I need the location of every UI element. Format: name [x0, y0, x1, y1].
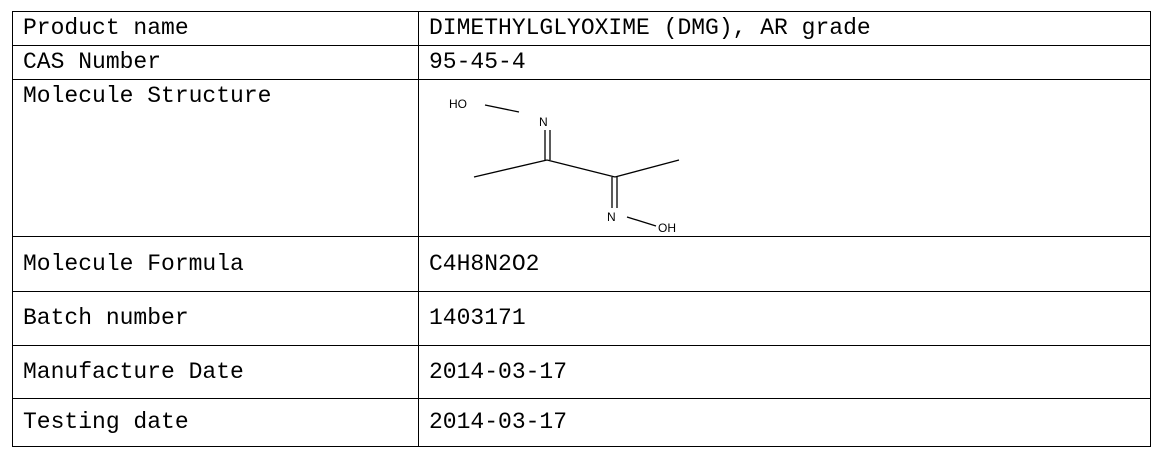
product-name-label: Product name: [12, 11, 419, 46]
molecule-formula-label: Molecule Formula: [12, 236, 419, 292]
cas-number-label: CAS Number: [12, 45, 419, 80]
molecule-formula-value: C4H8N2O2: [418, 236, 1151, 292]
manufacture-date-value: 2014-03-17: [418, 345, 1151, 399]
bond-ho-n-top: [484, 104, 520, 113]
atom-label-ho-top: HO: [449, 97, 467, 111]
atom-label-n-bottom: N: [607, 210, 616, 224]
table-row-molecule-formula: Molecule Formula C4H8N2O2: [12, 236, 1151, 292]
bond-c-c-center: [546, 159, 616, 178]
manufacture-date-label: Manufacture Date: [12, 345, 419, 399]
table-row-product-name: Product name DIMETHYLGLYOXIME (DMG), AR …: [12, 11, 1151, 46]
table-row-molecule-structure: Molecule Structure HO: [12, 79, 1151, 237]
batch-number-value: 1403171: [418, 291, 1151, 346]
cas-number-value: 95-45-4: [418, 45, 1151, 80]
atom-label-n-top: N: [539, 115, 548, 129]
bond-methyl-left: [473, 159, 548, 178]
molecule-structure-diagram: HO N N OH: [449, 97, 680, 232]
batch-number-label: Batch number: [12, 291, 419, 346]
product-name-value: DIMETHYLGLYOXIME (DMG), AR grade: [418, 11, 1151, 46]
molecule-structure-cell: HO N N OH: [418, 79, 1151, 237]
testing-date-value: 2014-03-17: [418, 398, 1151, 447]
atom-label-oh-bottom: OH: [658, 221, 676, 232]
table-row-batch-number: Batch number 1403171: [12, 291, 1151, 346]
molecule-structure-label: Molecule Structure: [12, 79, 419, 237]
table-row-cas-number: CAS Number 95-45-4: [12, 45, 1151, 80]
testing-date-label: Testing date: [12, 398, 419, 447]
bond-methyl-right: [614, 159, 680, 178]
bond-n-oh-bottom: [626, 216, 657, 227]
product-spec-table: Product name DIMETHYLGLYOXIME (DMG), AR …: [12, 11, 1151, 447]
table-row-testing-date: Testing date 2014-03-17: [12, 398, 1151, 447]
table-row-manufacture-date: Manufacture Date 2014-03-17: [12, 345, 1151, 399]
